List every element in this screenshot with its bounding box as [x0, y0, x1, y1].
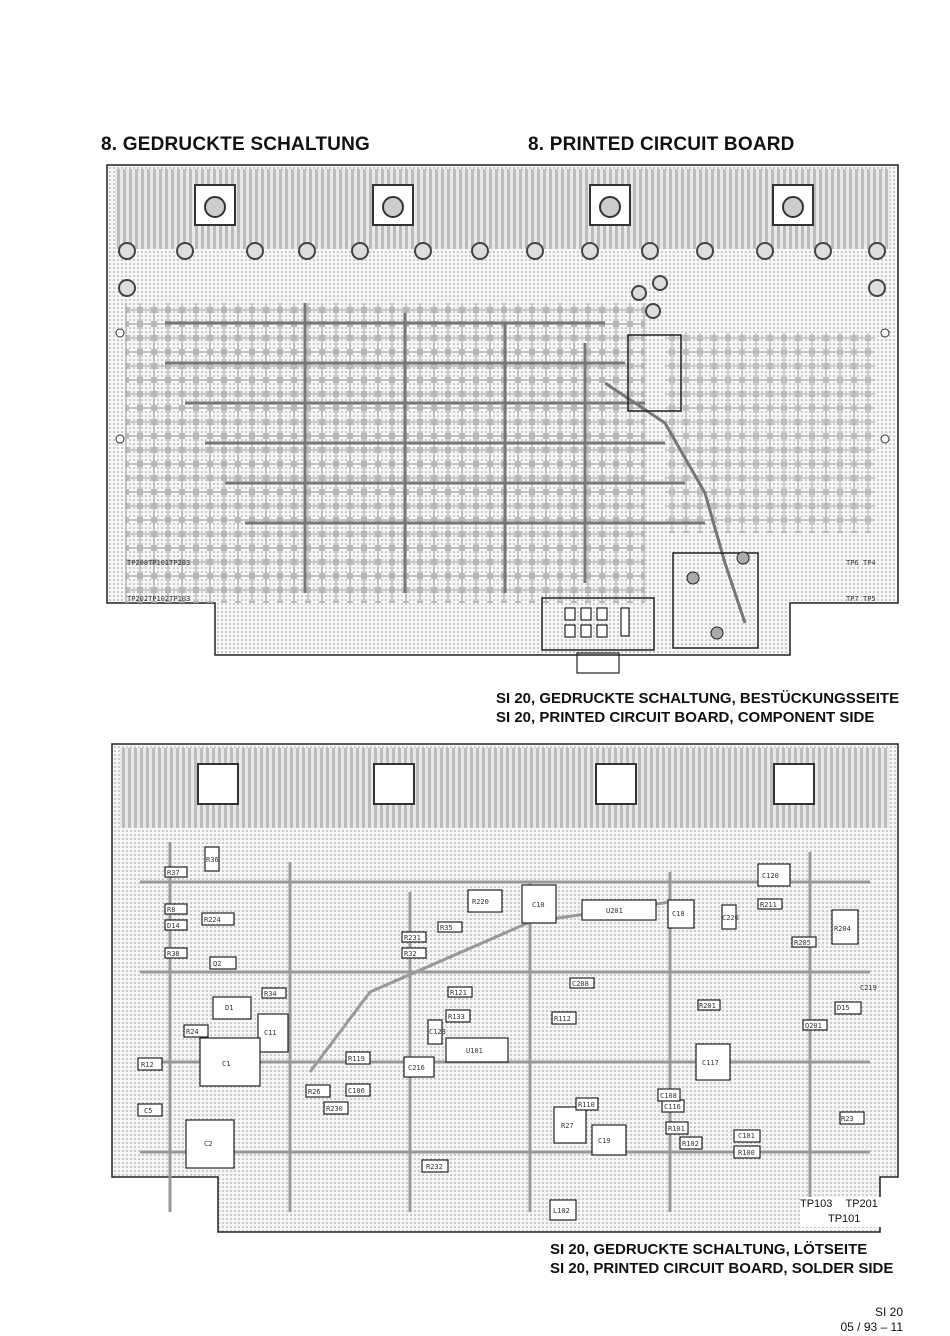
- component-label: R211: [760, 901, 777, 909]
- component-label: C219: [860, 984, 877, 992]
- component-label: R35: [440, 924, 453, 932]
- testpoint-tp101: TP101: [828, 1213, 861, 1225]
- component-label: R119: [348, 1055, 365, 1063]
- component-label: C106: [348, 1087, 365, 1095]
- page-id: SI 20: [874, 1305, 903, 1319]
- component-label: R37: [167, 869, 180, 877]
- component-label: C208: [572, 980, 589, 988]
- caption-component-side-en: SI 20, PRINTED CIRCUIT BOARD, COMPONENT …: [496, 709, 875, 726]
- component-label: R100: [738, 1149, 755, 1157]
- component-label: R27: [561, 1122, 574, 1130]
- component-label: R205: [794, 939, 811, 947]
- label-tp4: TP4: [863, 559, 876, 567]
- component-label: C1: [222, 1060, 230, 1068]
- component-label: C18: [672, 910, 685, 918]
- label-tp7: TP7: [846, 595, 859, 603]
- caption-solder-side: SI 20, GEDRUCKTE SCHALTUNG, LÖTSEITE SI …: [550, 1240, 893, 1278]
- component-label: R12: [141, 1061, 154, 1069]
- component-label: D14: [167, 922, 180, 930]
- component-label: C19: [598, 1137, 611, 1145]
- component-label: R220: [472, 898, 489, 906]
- component-label: C10: [532, 901, 545, 909]
- component-label: C11: [264, 1029, 277, 1037]
- component-label: R102: [682, 1140, 699, 1148]
- component-label: C123: [429, 1028, 446, 1036]
- component-label: R121: [450, 989, 467, 997]
- component-label: R110: [578, 1101, 595, 1109]
- component-label: R38: [167, 950, 180, 958]
- testpoint-tp201: TP201: [845, 1198, 878, 1210]
- component-label: C108: [660, 1092, 677, 1100]
- component-label: C116: [664, 1103, 681, 1111]
- component-label: L102: [553, 1207, 570, 1215]
- label-tp-group-1: TP208TP101TP203: [127, 559, 190, 567]
- component-label: Q2: [213, 960, 221, 968]
- component-label: R224: [204, 916, 221, 924]
- component-label: D15: [837, 1004, 850, 1012]
- component-label: R201: [699, 1002, 716, 1010]
- component-label: R232: [426, 1163, 443, 1171]
- component-label: U101: [466, 1047, 483, 1055]
- label-tp5: TP5: [863, 595, 876, 603]
- component-label: R24: [186, 1028, 199, 1036]
- caption-component-side-de: SI 20, GEDRUCKTE SCHALTUNG, BESTÜCKUNGSS…: [496, 690, 900, 707]
- component-label: R26: [308, 1088, 321, 1096]
- component-label: R34: [264, 990, 277, 998]
- title-german: 8. GEDRUCKTE SCHALTUNG: [101, 134, 370, 155]
- component-label: C216: [408, 1064, 425, 1072]
- component-label: R32: [404, 950, 417, 958]
- component-label: R133: [448, 1013, 465, 1021]
- pcb-solder-side: R36 R37 R8 D14 R224 R38 Q2 R34 D1 C11 R2…: [110, 742, 900, 1237]
- pcb-component-side: TP6 TP4 TP7 TP5 TP208TP101TP203 TP202TP1…: [105, 163, 900, 678]
- component-label: C117: [702, 1059, 719, 1067]
- component-label: R23: [841, 1115, 854, 1123]
- component-label: C2: [204, 1140, 212, 1148]
- component-label: R204: [834, 925, 851, 933]
- component-label: R8: [167, 906, 175, 914]
- testpoint-note: TP103 TP201 TP101: [800, 1197, 894, 1227]
- component-label: Q201: [805, 1022, 822, 1030]
- component-label: R112: [554, 1015, 571, 1023]
- component-label: D1: [225, 1004, 233, 1012]
- caption-solder-side-en: SI 20, PRINTED CIRCUIT BOARD, SOLDER SID…: [550, 1260, 894, 1277]
- component-label: R231: [404, 934, 421, 942]
- component-label: R36: [206, 856, 219, 864]
- component-label: R230: [326, 1105, 343, 1113]
- caption-component-side: SI 20, GEDRUCKTE SCHALTUNG, BESTÜCKUNGSS…: [496, 689, 899, 727]
- title-english: 8. PRINTED CIRCUIT BOARD: [528, 134, 795, 155]
- component-label: U201: [606, 907, 623, 915]
- component-label: C101: [738, 1132, 755, 1140]
- caption-solder-side-de: SI 20, GEDRUCKTE SCHALTUNG, LÖTSEITE: [550, 1241, 868, 1258]
- testpoint-tp103: TP103: [800, 1198, 833, 1210]
- label-tp6: TP6: [846, 559, 859, 567]
- label-tp-group-2: TP202TP102TP103: [127, 595, 190, 603]
- page-reference: 05 / 93 – 11: [840, 1320, 904, 1334]
- component-label: C120: [762, 872, 779, 880]
- component-label: C5: [144, 1107, 152, 1115]
- component-label: C220: [722, 914, 739, 922]
- component-label: R101: [668, 1125, 685, 1133]
